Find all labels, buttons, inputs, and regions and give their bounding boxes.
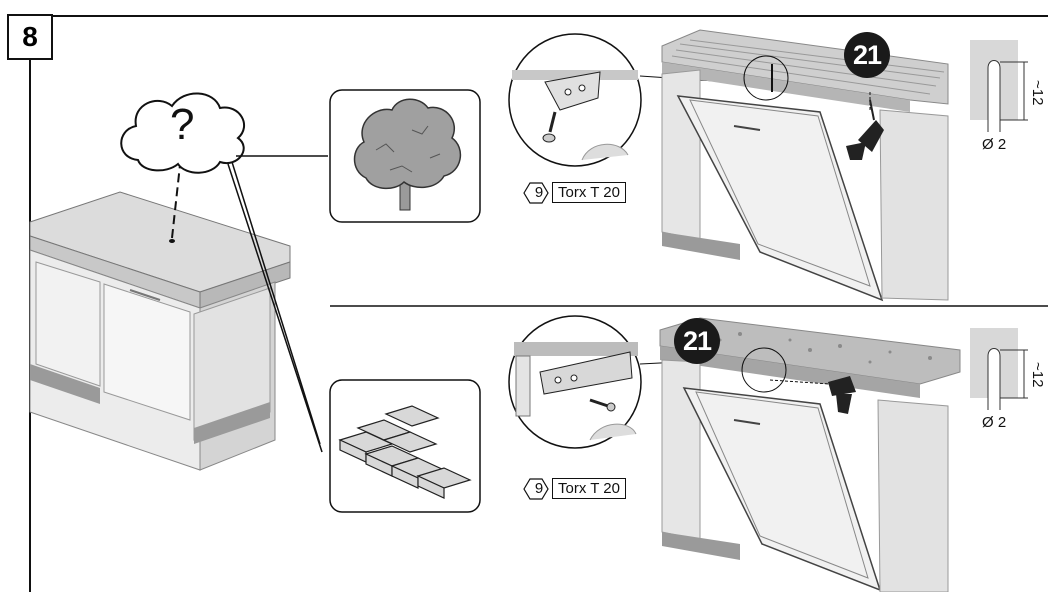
hole-depth-top: ~12 [1029,80,1046,106]
screw-size-hexagon-bottom [523,478,549,500]
bottom-detail-magnifier [508,315,642,449]
tool-label-top: Torx T 20 [552,182,626,203]
callout-badge-bottom: 21 [674,318,720,364]
top-dishwasher-scene [661,29,949,302]
bricks-icon [338,405,472,499]
bottom-dishwasher-scene [659,317,961,592]
drill-icon [828,376,856,414]
hole-diameter-bottom: Ø 2 [982,414,1007,431]
bottom-hole-section [970,328,1028,410]
connector-bricks-2 [227,163,323,453]
tool-label-bottom: Torx T 20 [552,478,626,499]
question-mark: ? [170,100,195,149]
tree-icon [353,98,462,211]
top-detail-magnifier [508,33,642,167]
kitchen-cabinet-illustration [29,164,291,471]
screw-size-top: 9 [534,184,544,201]
screw-size-bottom: 9 [534,480,544,497]
callout-badge-top: 21 [844,32,890,78]
hole-depth-bottom: ~12 [1029,362,1046,388]
top-hole-section [970,40,1028,132]
thought-cloud-icon [120,92,245,174]
screw-size-hexagon-top [523,182,549,204]
step-number: 8 [7,14,53,60]
drill-icon [846,99,884,160]
hole-diameter-top: Ø 2 [982,136,1007,153]
connector-bricks-1 [231,161,321,445]
